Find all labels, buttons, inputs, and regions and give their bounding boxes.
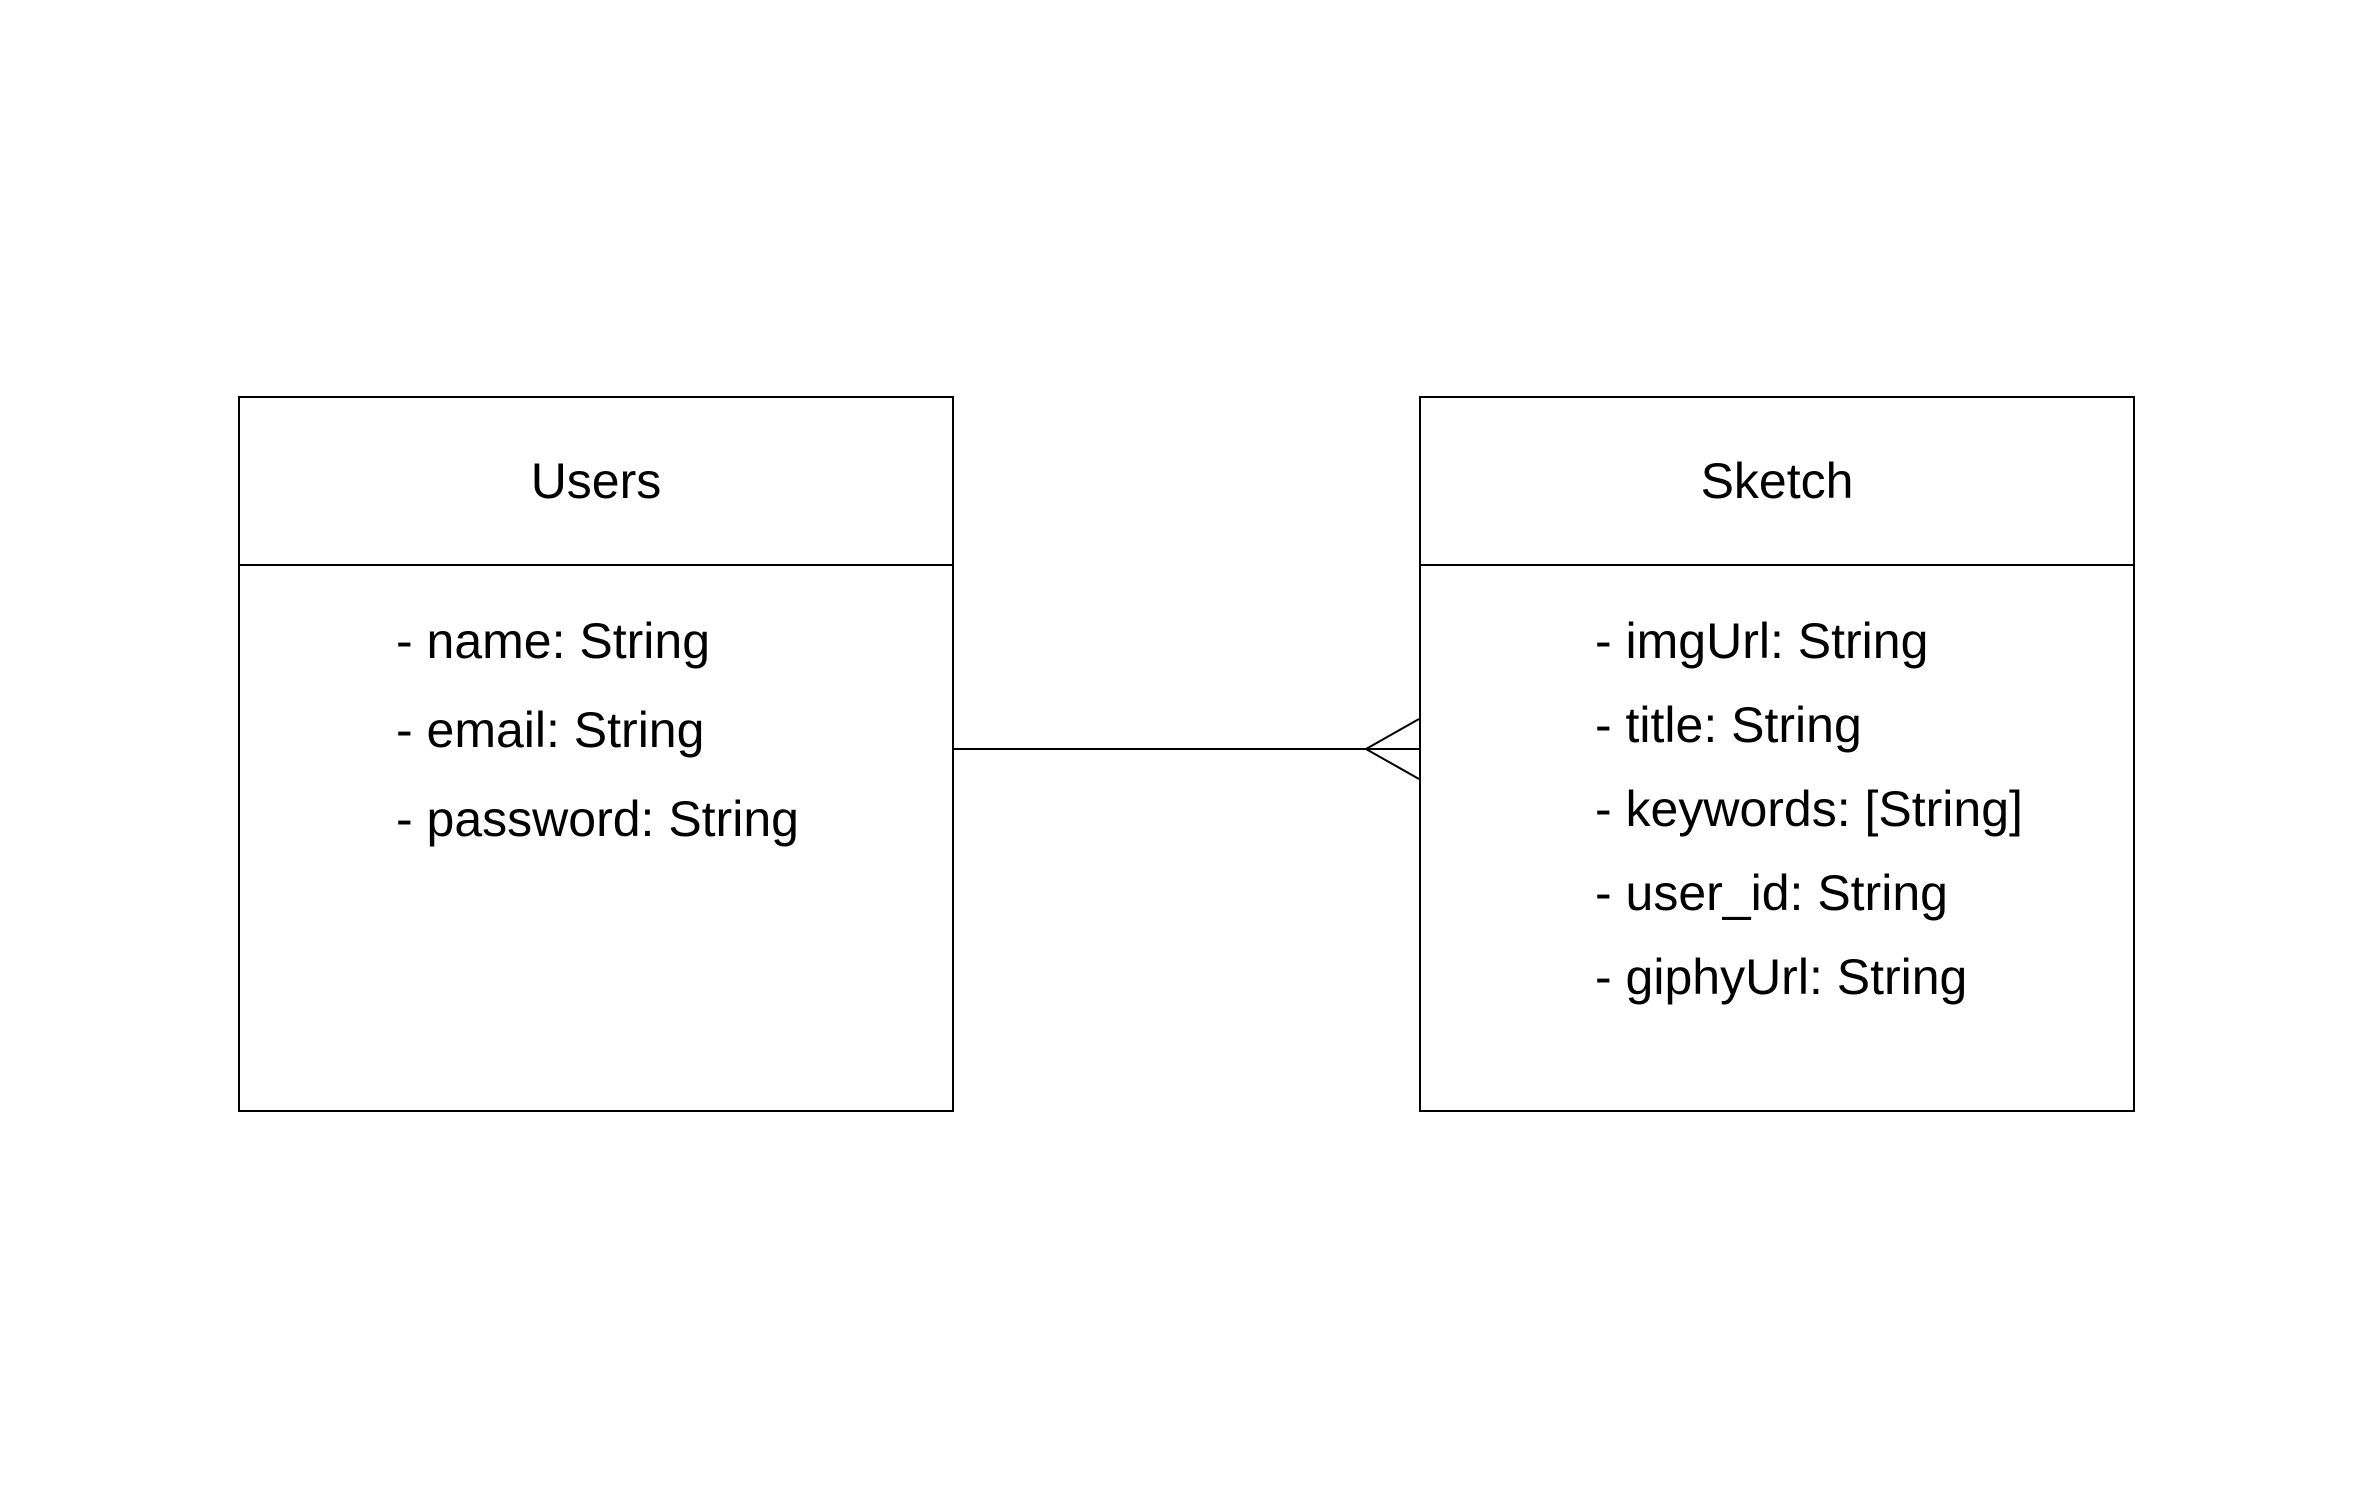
sketch-entity[interactable]: Sketch - imgUrl: String - title: String …: [1419, 396, 2135, 1112]
sketch-attribute-user-id: - user_id: String: [1595, 865, 1948, 921]
users-attribute-password: - password: String: [396, 791, 799, 847]
crows-foot-upper: [1365, 718, 1420, 750]
users-attribute-list: - name: String - email: String - passwor…: [396, 616, 799, 883]
users-entity-header: Users: [240, 398, 952, 566]
crows-foot-lower: [1365, 748, 1420, 780]
sketch-entity-header: Sketch: [1421, 398, 2133, 566]
users-entity-title: Users: [530, 453, 662, 509]
sketch-attribute-list: - imgUrl: String - title: String - keywo…: [1595, 616, 2023, 1036]
users-entity[interactable]: Users - name: String - email: String - p…: [238, 396, 954, 1112]
sketch-attribute-giphyurl: - giphyUrl: String: [1595, 949, 1968, 1005]
sketch-entity-title: Sketch: [1700, 453, 1854, 509]
users-attribute-name: - name: String: [396, 613, 711, 669]
sketch-attribute-title: - title: String: [1595, 697, 1862, 753]
users-attribute-email: - email: String: [396, 702, 705, 758]
sketch-attribute-imgurl: - imgUrl: String: [1595, 613, 1929, 669]
sketch-attribute-keywords: - keywords: [String]: [1595, 781, 2023, 837]
